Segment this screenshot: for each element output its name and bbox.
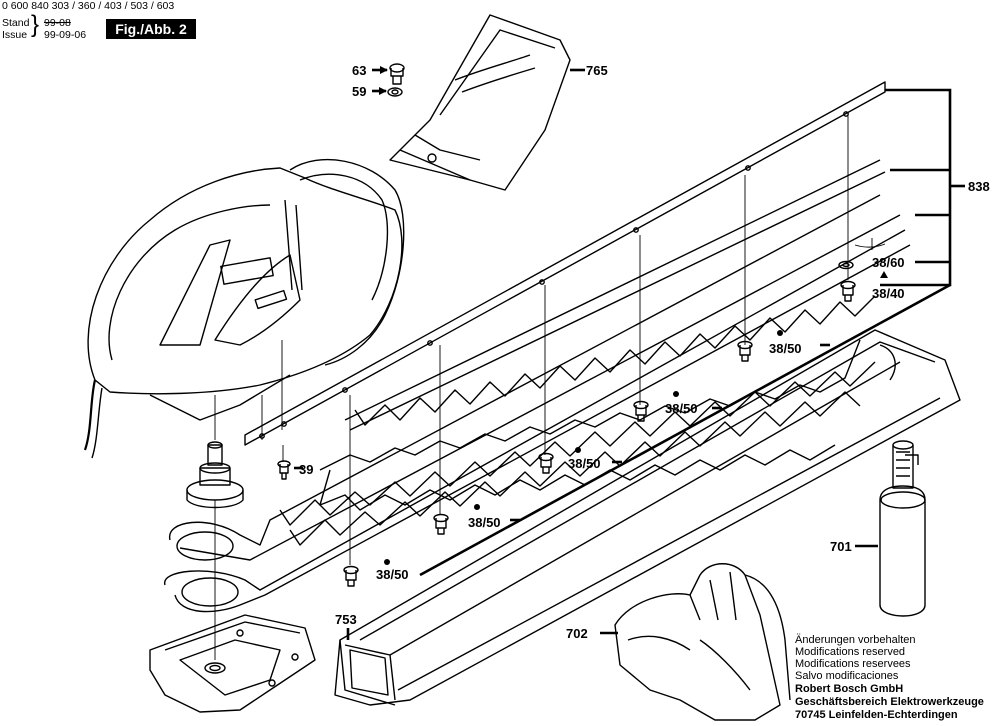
leader-lines [294,68,965,640]
issue-date: 99-09-06 [44,29,87,41]
figure-label: Fig./Abb. 2 [106,19,196,39]
lower-blade [164,194,911,613]
note-markers [379,66,888,565]
issue-label: Issue [2,29,28,41]
part-label-38-50-b: 38/50 [665,401,698,416]
part-label-702: 702 [566,626,588,641]
note-changes-fr: Modifications reservees [795,658,911,670]
part-label-39: 39 [299,462,314,477]
part-label-38-50-d: 38/50 [468,515,501,530]
part-label-765: 765 [586,63,608,78]
note-changes-es: Salvo modificaciones [795,670,899,682]
part-label-63: 63 [352,63,367,78]
document-number: 0 600 840 303 / 360 / 403 / 503 / 603 [2,0,175,12]
part-label-753: 753 [335,612,357,627]
part-label-38-50-e: 38/50 [376,567,409,582]
part-label-701: 701 [830,539,852,554]
part-label-38-40: 38/40 [872,286,905,301]
part-label-838: 838 [968,179,990,194]
stand-date: 99-08 [44,17,71,29]
note-changes-en: Modifications reserved [795,646,906,658]
blade-guard [389,14,571,191]
company-name: Robert Bosch GmbH [795,683,904,695]
blade-case [334,329,961,706]
part-label-59: 59 [352,84,367,99]
washer-59 [387,87,403,97]
part-label-38-50-a: 38/50 [769,341,802,356]
upper-blade [319,159,886,511]
gloves [614,563,791,721]
motor-housing [83,158,405,459]
stand-label: Stand [2,17,30,29]
oil-bottle [879,440,926,617]
note-changes-de: Änderungen vorbehalten [795,634,916,646]
brace-icon: } [31,11,40,38]
company-division: Geschäftsbereich Elektrowerkzeuge [795,696,984,708]
gear-housing [149,614,316,713]
gear-assembly [186,441,244,509]
blade-screws [277,238,886,587]
part-label-38-60: 38/60 [872,255,905,270]
screw-63 [389,63,405,85]
company-address: 70745 Leinfelden-Echterdingen [795,709,958,721]
assembly-lines [214,115,849,660]
part-label-38-50-c: 38/50 [568,456,601,471]
